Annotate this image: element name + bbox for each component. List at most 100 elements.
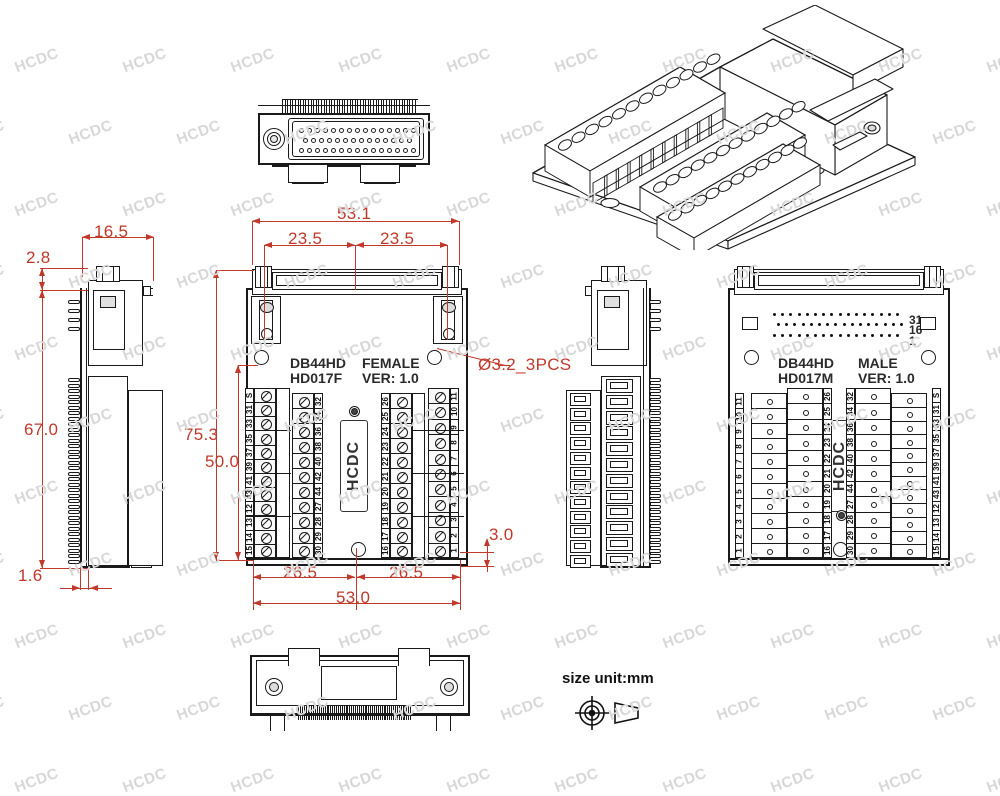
male-terminal-cell <box>855 403 891 419</box>
side-view-pin <box>68 455 80 459</box>
watermark-text: HCDC <box>768 620 817 653</box>
connector-pin <box>307 128 312 133</box>
male-terminal-cell <box>787 403 823 419</box>
terminal-number-cell: 22 <box>381 453 390 468</box>
terminal-number-cell: 17 <box>823 527 832 543</box>
watermark-text: HCDC <box>174 692 223 725</box>
connector-comb-pin <box>414 99 416 113</box>
terminal-number-cell: 35 <box>245 430 254 445</box>
mounting-hole-bottom <box>351 542 366 557</box>
watermark-text: HCDC <box>120 620 169 653</box>
side-view-pin <box>68 466 80 470</box>
male-terminal-cell <box>855 388 891 404</box>
bottom-comb-pin <box>362 706 364 720</box>
male-title-line1-right: MALE <box>858 355 898 371</box>
side-view-pin <box>649 389 661 393</box>
screw-terminal <box>390 468 412 483</box>
dim-height-inner: 50.0 <box>205 452 240 471</box>
watermark-text: HCDC <box>984 188 1000 221</box>
bottom-comb-pin <box>313 706 315 720</box>
bottom-comb-pin <box>377 706 379 720</box>
male-pin-dot <box>871 313 875 316</box>
watermark-text: HCDC <box>0 0 7 4</box>
terminal-number-cell: 29 <box>314 528 323 543</box>
side-terminal-slot <box>574 543 586 549</box>
female-title-line1-left: DB44HD <box>290 355 347 371</box>
connector-comb-pin <box>344 99 346 113</box>
terminal-number-cell: 41 <box>932 472 941 488</box>
terminal-number-cell: 27 <box>314 498 323 513</box>
side-view-pin <box>649 532 661 536</box>
side-view-pin <box>68 482 80 487</box>
screw-terminal <box>254 487 276 502</box>
male-pin-dot <box>867 323 871 326</box>
male-terminal-cell <box>751 423 787 438</box>
male-terminal-cell <box>855 418 891 435</box>
terminal-number-cell: 6 <box>450 465 459 481</box>
screw-terminal <box>390 393 412 408</box>
male-mounting-hole-left <box>744 350 759 365</box>
bottom-comb-pin <box>393 706 394 720</box>
male-pin-dot <box>773 313 776 316</box>
bottom-comb-pin <box>322 706 324 720</box>
screw-terminal <box>292 438 314 453</box>
connector-pin <box>367 138 372 143</box>
terminal-number-cell: 3 <box>735 513 744 528</box>
bottom-comb-pin <box>336 706 337 720</box>
connector-pin <box>339 148 344 153</box>
side-view-pin <box>68 378 80 382</box>
connector-pin <box>323 128 328 133</box>
screw-terminal <box>428 527 450 543</box>
bottom-comb-pin <box>368 706 370 720</box>
side-terminal-slot <box>574 557 586 564</box>
side-view-pin <box>649 300 661 304</box>
connector-comb-pin <box>388 99 390 113</box>
side-view-pin <box>649 504 661 509</box>
screw-terminal <box>428 418 450 435</box>
male-terminal-cell <box>891 406 927 421</box>
female-screw-column-3 <box>390 393 412 558</box>
watermark-text: HCDC <box>984 332 1000 365</box>
bottom-comb-pin <box>307 706 309 720</box>
connector-comb-pin <box>328 99 330 113</box>
watermark-text: HCDC <box>498 0 546 4</box>
terminal-number-cell: 9 <box>450 418 459 435</box>
bottom-standoff-leg <box>436 715 437 731</box>
side-view-pin <box>68 526 80 531</box>
bottom-comb-pin <box>400 706 402 720</box>
connector-pin <box>299 148 304 153</box>
male-pin-dot <box>793 323 797 326</box>
side-view-pin <box>649 499 661 503</box>
terminal-number-cell: 20 <box>823 480 832 497</box>
terminal-number-cell: 31 <box>932 402 941 417</box>
male-pin-dot <box>863 313 867 316</box>
side-view-pin <box>68 449 80 454</box>
bottom-comb-pin <box>402 706 404 720</box>
bottom-comb-pin <box>398 706 400 720</box>
side-view-pin <box>649 455 661 459</box>
terminal-number-cell: 10 <box>735 408 744 423</box>
terminal-number-cell: 22 <box>823 449 832 466</box>
watermark-text: HCDC <box>336 620 385 653</box>
male-pin-dot <box>855 313 858 316</box>
side-view-pin <box>68 416 80 421</box>
male-pin-dot <box>781 313 785 316</box>
connector-comb-pin <box>331 99 333 113</box>
watermark-text: HCDC <box>228 620 277 653</box>
male-pin-dot <box>830 334 834 337</box>
side-terminal-slot <box>574 454 586 461</box>
screw-terminal <box>254 402 276 417</box>
screw-terminal <box>390 543 412 558</box>
screw-terminal <box>428 542 450 558</box>
watermark-text: HCDC <box>174 0 222 4</box>
side-terminal-slot <box>574 469 586 476</box>
side-terminal-slot <box>610 397 628 405</box>
terminal-number-cell: 34 <box>846 403 855 419</box>
side-terminal-slot <box>574 410 586 417</box>
male-terminal-cell <box>855 496 891 512</box>
bottom-comb-pin <box>360 706 362 720</box>
side-view-pin <box>649 510 661 514</box>
male-pin-dot <box>842 323 846 326</box>
screw-terminal <box>390 483 412 498</box>
